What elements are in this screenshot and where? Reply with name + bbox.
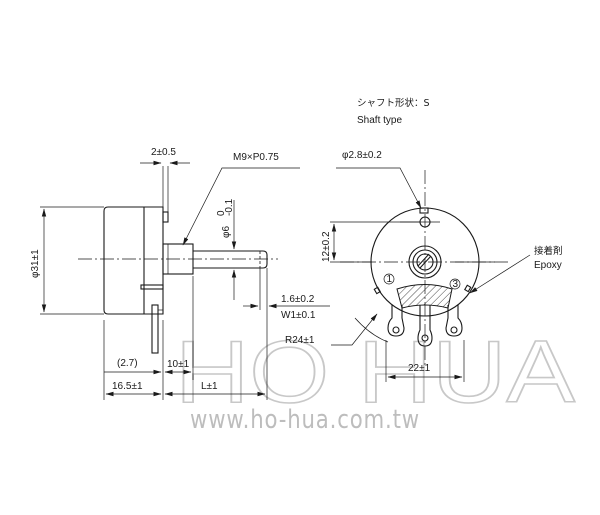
dim-slot-width: W1±0.1: [281, 310, 316, 321]
terminal-1-label: 1: [387, 274, 393, 285]
dim-shaft-tol-upper: 0: [216, 210, 227, 216]
dim-shaft-tol-lower: -0.1: [224, 198, 235, 216]
side-view: φ31±1 2±0.5 M9×P0.75 φ6 0 -0.1 1.6±0.2 W…: [30, 147, 330, 400]
dim-bushing-ref: (2.7): [117, 358, 138, 369]
shaft-type-label-jp: シャフト形状：S: [357, 97, 430, 109]
front-view: シャフト形状：S Shaft type 1 3: [285, 97, 563, 382]
dim-bushing-length: 10±1: [167, 359, 190, 370]
dim-shaft-length: L±1: [201, 381, 218, 392]
dim-body-length: 16.5±1: [112, 381, 143, 392]
dim-hole-diameter: φ2.8±0.2: [342, 150, 382, 161]
dim-pin-pitch: 22±1: [408, 363, 431, 374]
watermark-brand: HO HUA: [175, 322, 575, 421]
dim-body-diameter: φ31±1: [30, 249, 41, 278]
terminal-3-label: 3: [453, 279, 459, 290]
watermark: HO HUA www.ho-hua.com.tw: [174, 321, 576, 435]
adhesive-label-en: Epoxy: [534, 260, 562, 271]
dim-radius: R24±1: [285, 335, 315, 346]
shaft-type-label-en: Shaft type: [357, 115, 402, 126]
dim-terminal-tab: 2±0.5: [151, 147, 176, 158]
dim-shaft-diameter: φ6: [221, 226, 232, 238]
thread-spec: M9×P0.75: [233, 152, 279, 163]
dim-hole-offset: 12±0.2: [321, 231, 332, 262]
adhesive-label-jp: 接着剤: [534, 245, 563, 257]
watermark-url: www.ho-hua.com.tw: [190, 405, 420, 435]
dim-slot-depth: 1.6±0.2: [281, 294, 315, 305]
